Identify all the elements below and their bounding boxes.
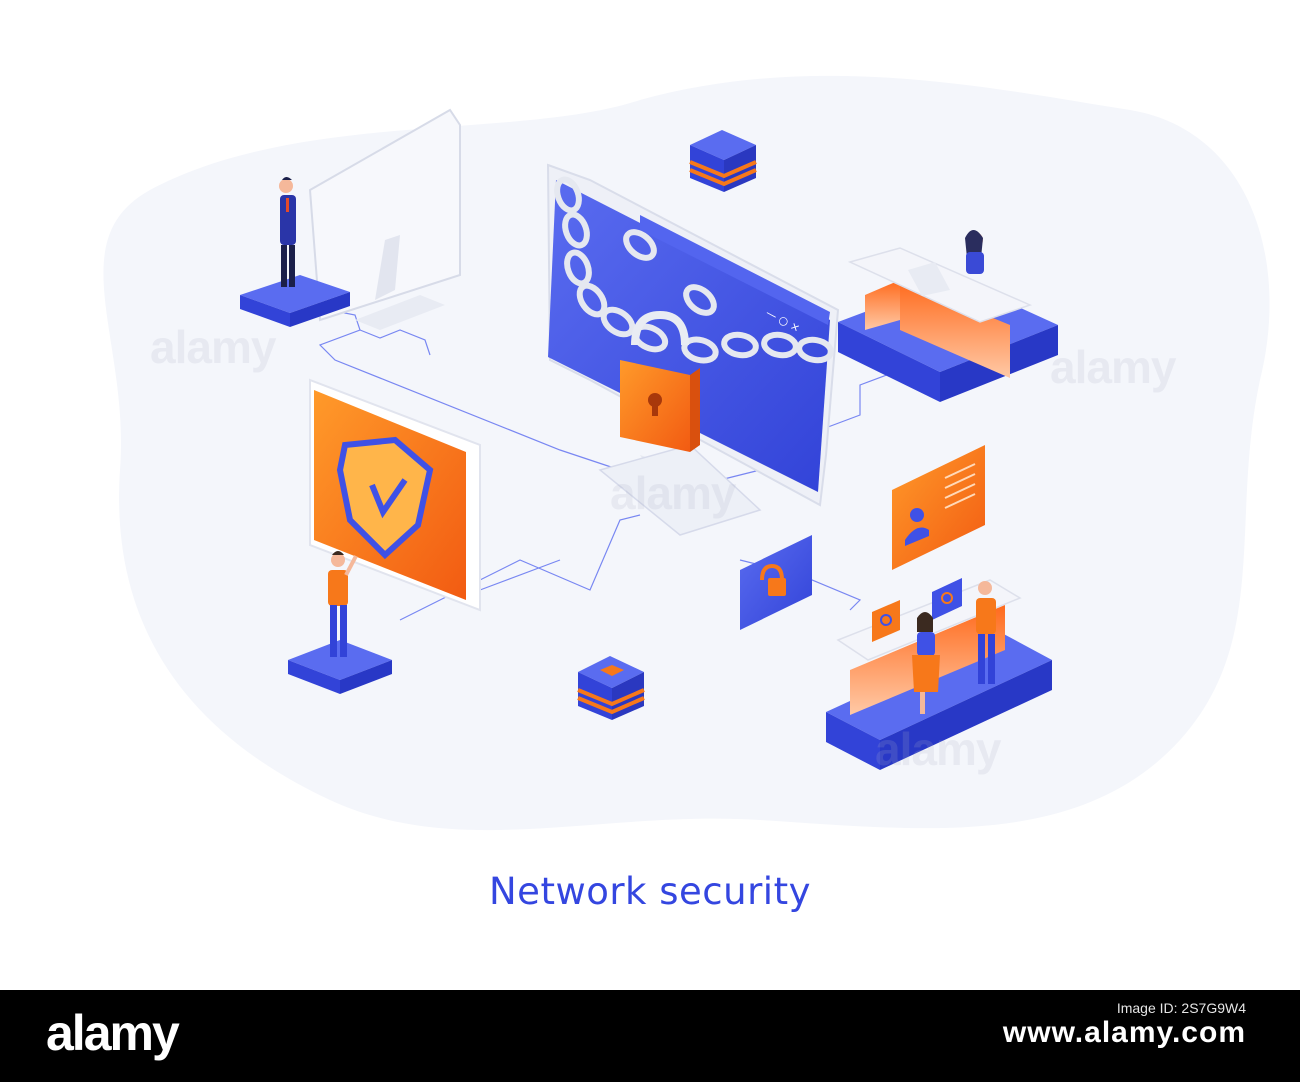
caption-title: Network security [489,870,811,913]
unlocked-panel [740,535,812,630]
man-worker-figure [976,581,996,684]
footer-image-id: Image ID: 2S7G9W4 www.alamy.com [1003,1000,1246,1050]
laptop-screens [872,578,962,642]
footer-url: www.alamy.com [1002,1016,1246,1049]
watermark-bottom: alamy [875,723,1001,775]
locked-monitor: — ○ × [546,163,840,536]
shield-check-icon [336,436,434,560]
monitor-back [308,108,461,330]
woman-worker-figure [912,612,940,714]
man-pointing-figure [328,551,358,657]
lock-icon [620,310,700,452]
platform-bottom-left [288,640,392,694]
businessman-figure [279,177,296,287]
platform-bottom-right [826,632,1052,770]
platform-top-left [240,275,350,327]
watermark-left: alamy [150,321,276,373]
receptionist-figure [965,230,984,274]
stock-footer-bar: alamy Image ID: 2S7G9W4 www.alamy.com [0,990,1300,1082]
watermark-center: alamy [610,467,736,519]
image-id-label: Image ID: 2S7G9W4 [1116,1000,1246,1016]
network-security-illustration: — ○ × [103,75,1270,831]
alamy-logo: alamy [46,1005,180,1061]
storage-cube-icon [577,656,645,720]
reception-desk [847,247,1033,378]
user-id-card-icon [892,445,985,570]
watermark-right: alamy [1050,341,1176,393]
server-cube-icon [689,130,757,192]
